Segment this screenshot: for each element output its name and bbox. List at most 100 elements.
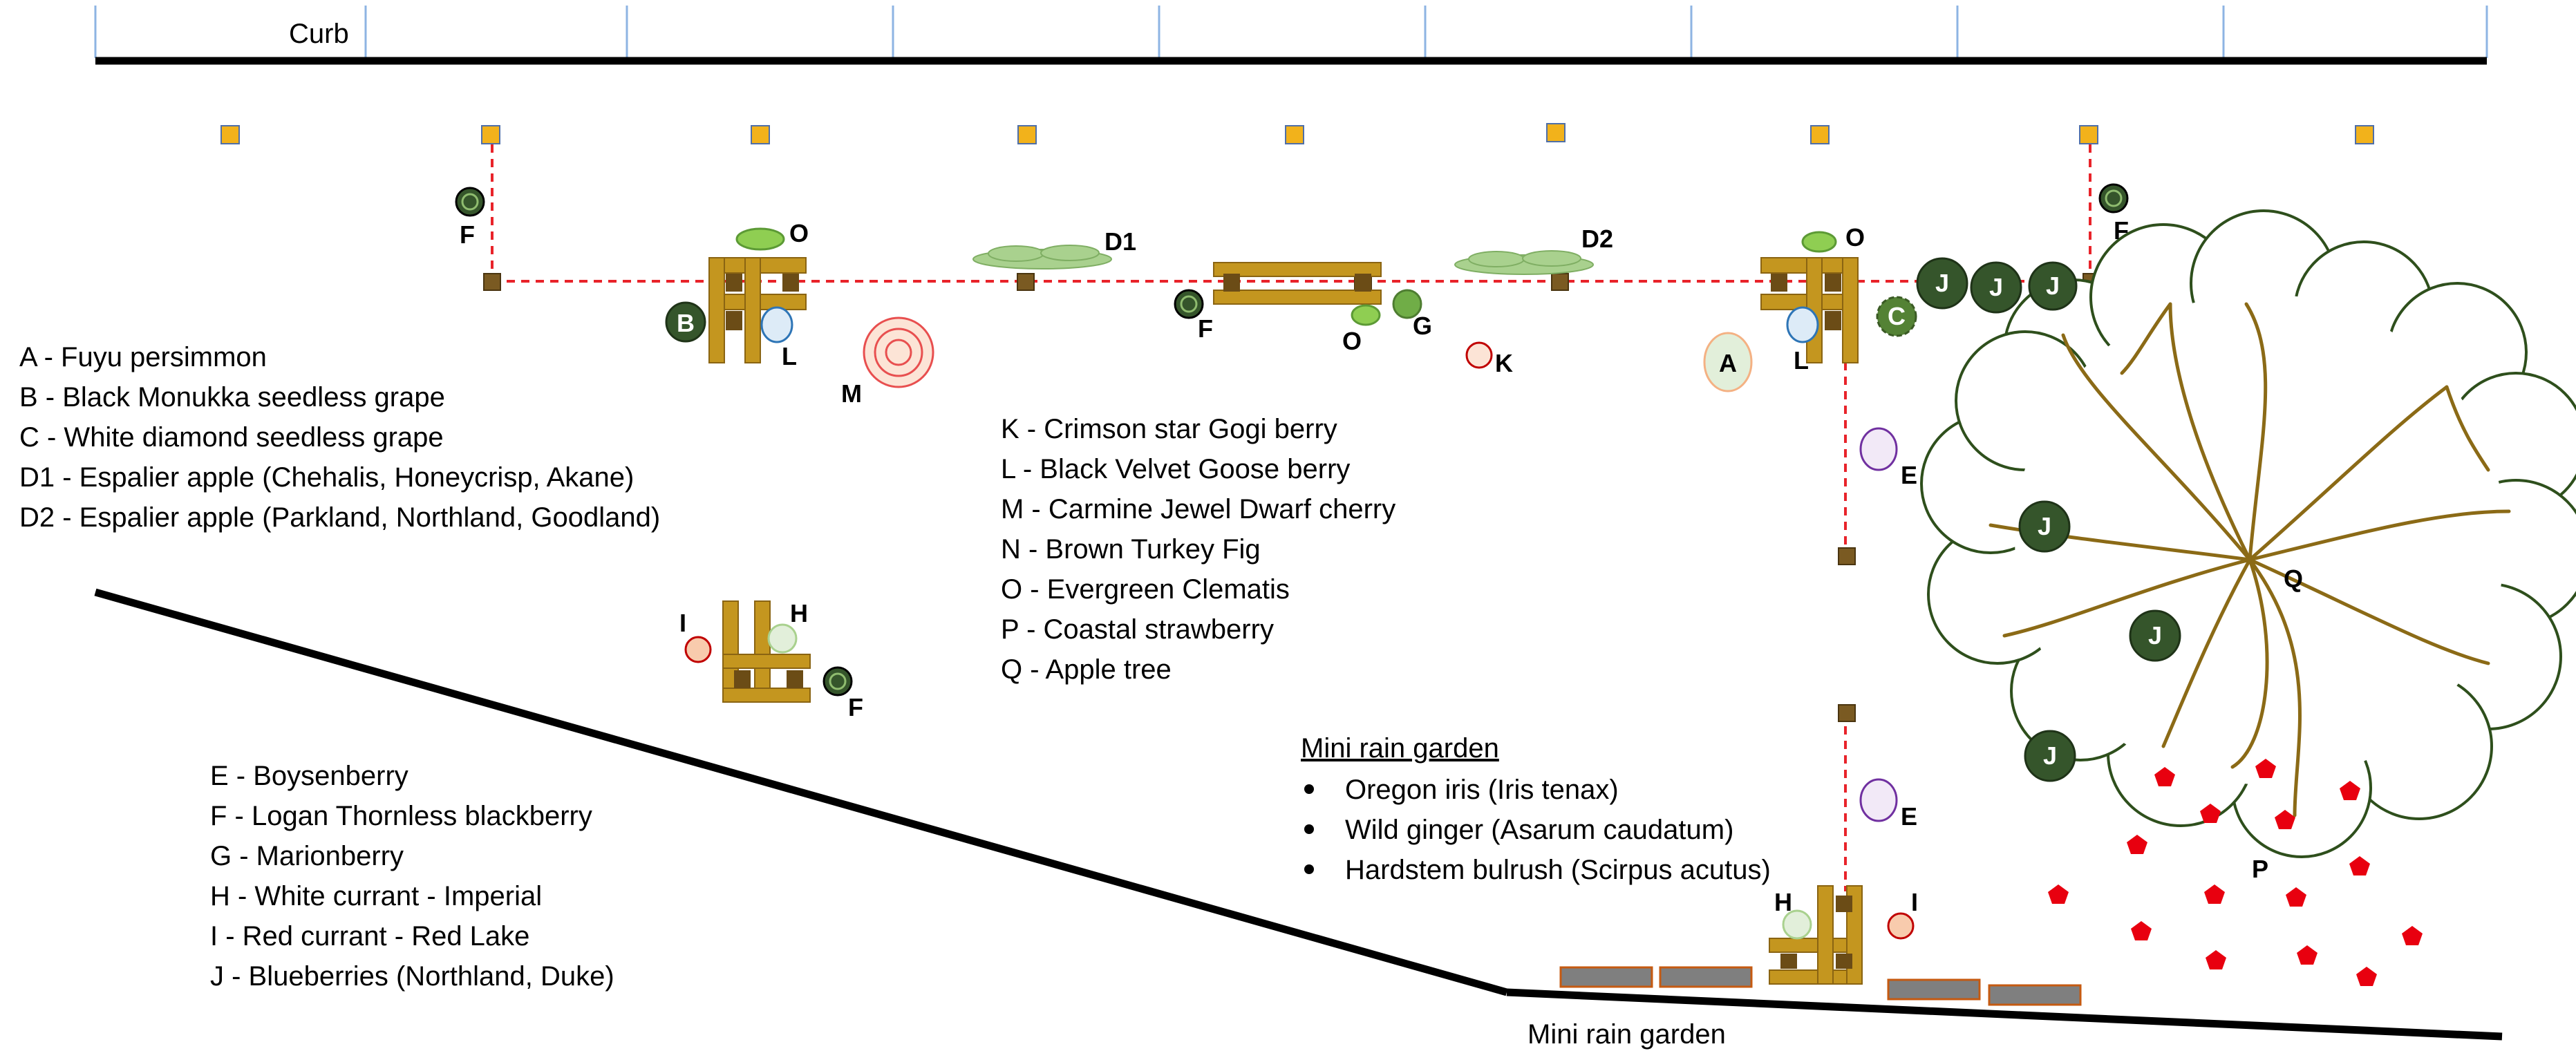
legend-item: F - Logan Thornless blackberry	[210, 801, 592, 831]
label-h: H	[790, 599, 808, 627]
legend-left-top: A - Fuyu persimmon B - Black Monukka see…	[19, 342, 660, 533]
strawberry-marker	[2275, 810, 2295, 829]
persimmon-a	[1703, 332, 1753, 392]
goji-k	[1465, 341, 1493, 369]
anchor-block	[1017, 273, 1035, 291]
post-marker	[1810, 125, 1830, 144]
trellis-left	[708, 257, 807, 363]
red-currant-i-right	[1887, 912, 1915, 940]
blackberry-f-mid	[1174, 289, 1204, 319]
legend-item: H - White currant - Imperial	[210, 881, 542, 911]
blackberry-f-lower	[822, 666, 853, 697]
legend-item: B - Black Monukka seedless grape	[19, 382, 445, 413]
bullet-icon	[1304, 824, 1314, 834]
blueberry-j	[2129, 609, 2181, 662]
paver	[1659, 966, 1753, 988]
label-f: F	[460, 220, 475, 249]
post-marker	[1285, 125, 1304, 144]
legend-item: Q - Apple tree	[1001, 654, 1172, 685]
strawberry-marker	[2200, 804, 2221, 823]
label-d1: D1	[1104, 227, 1136, 256]
label-k: K	[1495, 349, 1513, 377]
strawberry-marker	[2154, 767, 2175, 786]
paver	[1988, 984, 2082, 1006]
label-f: F	[1198, 314, 1213, 343]
gooseberry-l-right	[1786, 306, 1819, 343]
blueberry-j	[2024, 730, 2076, 782]
strawberry-marker	[2255, 759, 2276, 778]
blackberry-f-top-left	[455, 187, 485, 217]
red-currant-i-left	[684, 636, 712, 663]
clematis-o-mid	[1351, 304, 1381, 326]
trellis-currant-right	[1769, 885, 1863, 985]
label-d2: D2	[1581, 225, 1613, 253]
post-marker	[1546, 123, 1566, 142]
legend-item: G - Marionberry	[210, 841, 404, 871]
strawberry-marker	[2048, 884, 2069, 904]
paver	[1559, 966, 1653, 988]
label-f: F	[848, 693, 863, 721]
legend-item: O - Evergreen Clematis	[1001, 574, 1290, 605]
white-currant-h-right	[1782, 909, 1812, 940]
rain-garden-item: Oregon iris (Iris tenax)	[1345, 775, 1619, 805]
post-marker	[751, 125, 770, 144]
label-j: J	[2038, 512, 2051, 540]
apple-tree-q	[1920, 209, 2576, 858]
post-marker	[1017, 125, 1037, 144]
post-marker	[481, 125, 500, 144]
rain-garden-item: Hardstem bulrush (Scirpus acutus)	[1345, 855, 1771, 885]
legend-item: I - Red currant - Red Lake	[210, 921, 529, 951]
legend-left-bottom: E - Boysenberry F - Logan Thornless blac…	[210, 761, 614, 992]
legend-item: K - Crimson star Gogi berry	[1001, 414, 1337, 444]
blackberry-f-top-right	[2098, 183, 2129, 214]
anchor-block	[1551, 273, 1569, 291]
legend-item: E - Boysenberry	[210, 761, 408, 791]
label-b: B	[677, 309, 695, 337]
label-f: F	[2114, 216, 2129, 245]
label-e: E	[1901, 461, 1917, 489]
rain-garden-heading: Mini rain garden	[1301, 733, 1499, 764]
label-o: O	[789, 219, 809, 247]
trellis-center	[1213, 262, 1382, 305]
posts	[220, 123, 2374, 144]
strawberry-marker	[2402, 926, 2423, 945]
strawberry-marker	[2127, 835, 2147, 854]
label-j: J	[2043, 741, 2057, 770]
label-j: J	[2046, 272, 2060, 300]
legend-item: M - Carmine Jewel Dwarf cherry	[1001, 494, 1395, 524]
label-p: P	[2252, 855, 2268, 883]
trellis-right	[1760, 257, 1859, 363]
label-h: H	[1774, 888, 1792, 916]
post-marker	[2355, 125, 2374, 144]
label-j: J	[2148, 621, 2162, 650]
property-line	[94, 588, 2503, 1041]
legend-item: J - Blueberries (Northland, Duke)	[210, 961, 614, 992]
label-g: G	[1413, 312, 1432, 340]
rain-garden-pavers	[1559, 966, 2082, 1006]
espalier-d2	[1454, 250, 1594, 275]
strawberry-marker	[2349, 856, 2370, 875]
legend-item: D1 - Espalier apple (Chehalis, Honeycris…	[19, 462, 634, 493]
paver	[1887, 978, 1981, 1001]
legend-item: C - White diamond seedless grape	[19, 422, 444, 453]
legend-item: D2 - Espalier apple (Parkland, Northland…	[19, 502, 660, 533]
cherry-m	[863, 316, 934, 388]
strawberry-marker	[2297, 945, 2318, 965]
strawberry-marker	[2131, 921, 2152, 940]
curb-label: Curb	[289, 19, 349, 49]
grape-b	[665, 301, 706, 343]
label-c: C	[1888, 302, 1906, 330]
anchor-block	[1838, 547, 1856, 565]
rain-garden-notes: Mini rain garden Oregon iris (Iris tenax…	[1301, 733, 1771, 1050]
boysenberry-e-lower	[1859, 778, 1898, 822]
anchor-block	[1838, 704, 1856, 722]
curb: Curb	[94, 6, 2488, 65]
clematis-o-right	[1801, 231, 1837, 253]
label-o: O	[1845, 223, 1865, 252]
strawberries	[2048, 759, 2423, 986]
post-marker	[220, 125, 240, 144]
curb-strip	[95, 6, 2487, 58]
legend-item: P - Coastal strawberry	[1001, 614, 1274, 645]
label-j: J	[1989, 273, 2003, 301]
label-i: I	[1911, 888, 1918, 916]
